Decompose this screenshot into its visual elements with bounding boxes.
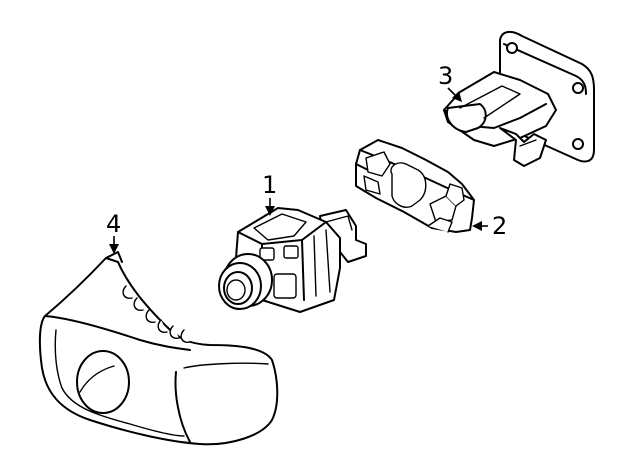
part-2-bracket <box>355 139 475 233</box>
callout-label-4: 4 <box>106 210 121 238</box>
callout-label-2: 2 <box>492 212 507 240</box>
arrowhead-4 <box>109 244 119 254</box>
arrowhead-2 <box>472 221 482 231</box>
leader-line-3 <box>447 87 457 97</box>
callout-label-3: 3 <box>438 62 453 90</box>
part-3-mount <box>443 30 595 167</box>
part-1-camera <box>218 207 367 313</box>
callout-1: 1 <box>262 171 277 216</box>
arrowhead-3 <box>452 91 462 102</box>
callout-label-1: 1 <box>262 171 277 199</box>
callout-4: 4 <box>106 210 121 254</box>
callout-3: 3 <box>438 62 462 102</box>
arrowhead-1 <box>265 206 275 216</box>
callout-2: 2 <box>472 212 507 240</box>
part-4-housing <box>38 251 279 446</box>
